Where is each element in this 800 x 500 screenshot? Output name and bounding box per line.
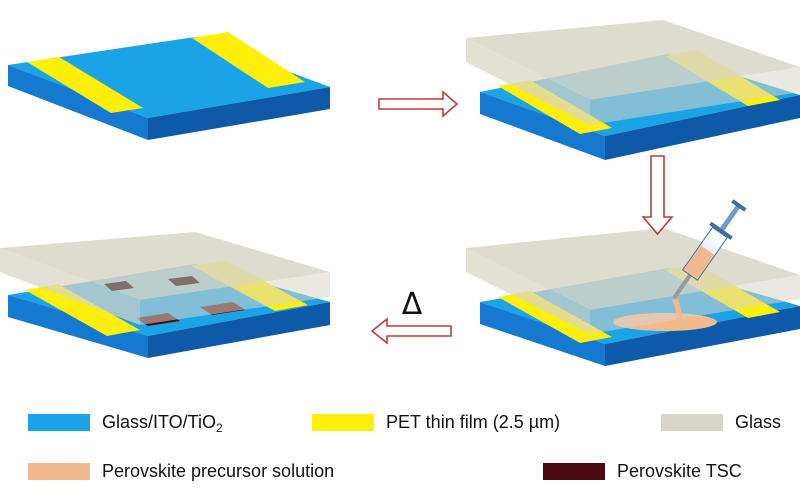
- heat-symbol: Δ: [402, 287, 423, 322]
- pet-strip-left: [25, 284, 140, 336]
- glass-side: [590, 67, 800, 125]
- legend-label-tsc: Perovskite TSC: [617, 461, 742, 481]
- glass-side: [140, 272, 330, 325]
- substrate-side: [148, 302, 330, 358]
- substrate-front: [8, 65, 148, 140]
- substrate-front: [480, 92, 605, 160]
- legend-item-pet: PET thin film (2.5 µm): [312, 407, 560, 437]
- legend-label-substrate: Glass/ITO/TiO2: [102, 412, 223, 435]
- tsc-crystal-through-glass: [168, 276, 200, 286]
- tsc-crystal-through-glass: [104, 281, 134, 291]
- glass-front: [466, 38, 590, 125]
- legend-item-precursor: Perovskite precursor solution: [28, 456, 334, 486]
- step3-precursor-injection: [466, 199, 800, 366]
- pet-strip-right: [192, 32, 305, 88]
- legend-swatch-substrate: [28, 413, 90, 431]
- step4-crystals-formed: [0, 232, 330, 358]
- substrate-front: [8, 295, 148, 358]
- step2-glass-placed: [466, 20, 800, 160]
- legend-swatch-glass: [661, 413, 723, 431]
- glass-top: [0, 232, 330, 300]
- legend-label-precursor: Perovskite precursor solution: [102, 461, 335, 481]
- glass-side: [590, 275, 800, 334]
- substrate-side: [605, 306, 800, 366]
- substrate-side: [148, 87, 330, 140]
- legend-item-glass: Glass: [661, 407, 781, 437]
- legend-item-tsc: Perovskite TSC: [543, 456, 742, 486]
- arrow-down: [641, 155, 674, 236]
- legend-label-glass: Glass: [735, 412, 782, 432]
- legend-label-pet: PET thin film (2.5 µm): [386, 412, 561, 432]
- legend-swatch-precursor: [28, 462, 90, 480]
- syringe-fluid: [683, 245, 715, 280]
- step1-substrate-with-pet: [8, 32, 330, 140]
- substrate-front: [480, 302, 605, 366]
- legend-item-substrate: Glass/ITO/TiO2: [28, 407, 223, 437]
- legend-swatch-tsc: [543, 462, 605, 480]
- glass-front: [466, 248, 590, 334]
- pet-strip-left: [27, 57, 143, 113]
- precursor-drip: [672, 298, 684, 322]
- arrow-left: [370, 317, 452, 345]
- arrow-right: [378, 90, 459, 118]
- substrate-side: [605, 95, 800, 160]
- legend-swatch-pet: [312, 413, 374, 431]
- syringe: [672, 199, 747, 300]
- legend: Glass/ITO/TiO2 PET thin film (2.5 µm) Gl…: [0, 395, 800, 500]
- glass-top: [466, 20, 800, 100]
- fabrication-diagram: Δ: [0, 20, 800, 366]
- glass-front: [0, 248, 140, 325]
